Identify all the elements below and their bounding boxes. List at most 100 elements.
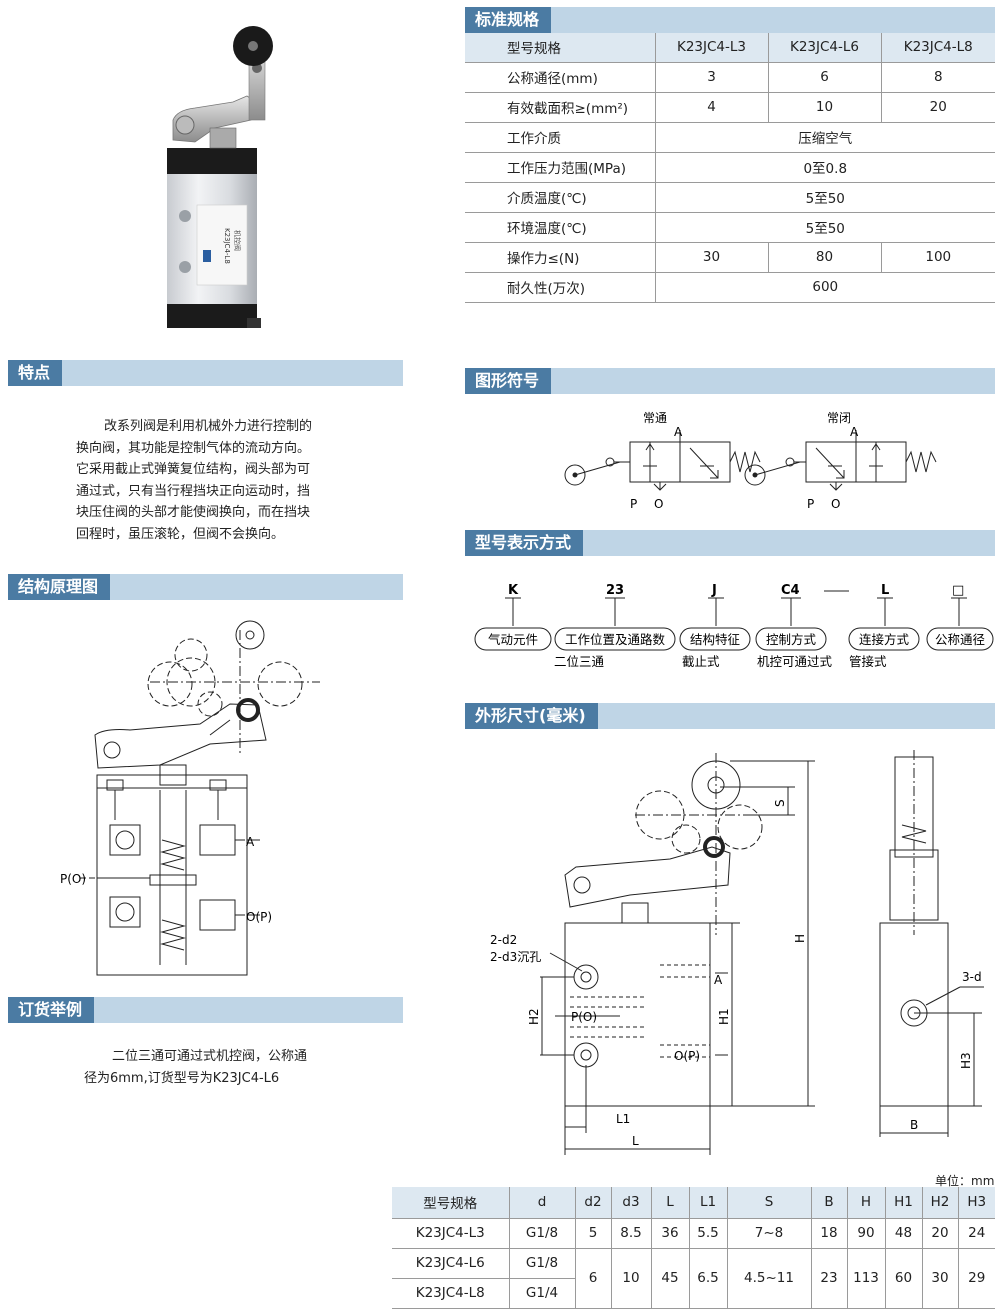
dims-header-cell: H [846,1187,885,1219]
dims-cell: 24 [957,1218,995,1249]
section-header-features: 特点 [8,360,403,386]
spec-cell: 20 [880,92,995,123]
graphic-symbol-diagram: 常通 常闭 A A P O P O [564,411,937,511]
spec-cell: 8 [880,62,995,93]
spec-cell: 30 [654,242,768,273]
dimension-drawing: 2-d2 2-d3沉孔 A P(O) O(P) H H1 H2 H3 S L L… [490,750,984,1155]
dim-label-h2: H2 [527,1008,541,1025]
spec-row: 环境温度(℃) 5至50 [465,212,995,243]
spec-table: 型号规格 K23JC4-L3 K23JC4-L6 K23JC4-L8 公称通径(… [465,33,995,303]
model-code-note: 二位三通 [554,654,605,669]
symbol-port-a: A [674,425,683,439]
model-code-diagram: K 23 J C4 L □ 气动元件 工作位置及通路数 结构特征 控制方式 连接… [474,583,994,669]
spec-row-label: 工作介质 [465,122,655,153]
section-title-structure: 结构原理图 [8,574,111,600]
spec-row-label: 公称通径(mm) [465,62,655,93]
section-header-model-code: 型号表示方式 [465,530,995,556]
features-line: 换向阀，其功能是控制气体的流动方向。 [76,440,311,456]
dim-label-b: B [910,1118,918,1132]
model-code-name: 控制方式 [766,632,817,647]
features-line: 改系列阀是利用机械外力进行控制的 [104,419,313,434]
dims-model-cell: K23JC4-L8 [392,1278,509,1309]
dims-cell: 60 [884,1248,922,1309]
dim-label-l1: L1 [616,1112,630,1126]
dims-model-cell: K23JC4-L6 [392,1248,509,1279]
dims-header-cell: S [726,1187,811,1219]
spec-row-label: 操作力≤(N) [465,242,655,273]
spec-cell: 压缩空气 [654,122,995,153]
model-code-box: □ [952,583,964,598]
dims-cell: 90 [846,1218,885,1249]
spec-row-label: 环境温度(℃) [465,212,655,243]
dims-cell: 5 [574,1218,611,1249]
spec-row: 公称通径(mm) 3 6 8 [465,62,995,93]
features-line: 通过式，只有当行程挡块正向运动时，挡 [76,483,311,499]
spec-cell: 4 [654,92,768,123]
dims-header-cell: L1 [688,1187,727,1219]
dims-header-cell: 型号规格 [392,1187,509,1219]
dims-cell: 6 [574,1248,611,1309]
dims-cell: 48 [884,1218,922,1249]
symbol-port-a: A [850,425,859,439]
symbol-no-label: 常通 [643,411,667,425]
spec-row: 介质温度(℃) 5至50 [465,182,995,213]
dims-cell: 113 [846,1248,885,1309]
dims-cell: 36 [650,1218,689,1249]
dims-cell: G1/8 [508,1218,575,1249]
dims-cell: 18 [810,1218,847,1249]
spec-cell: 80 [767,242,881,273]
spec-row: 工作压力范围(MPa) 0至0.8 [465,152,995,183]
model-code-note: 截止式 [682,654,720,669]
features-line: 回程时，虽压滚轮，但阀不会换向。 [76,526,285,542]
dimensions-table: 型号规格 d d2 d3 L L1 S B H H1 H2 H3 K23JC4-… [392,1187,995,1309]
symbol-port-o: O [831,497,840,511]
spec-row-label: 耐久性(万次) [465,272,655,303]
spec-header-cell: 型号规格 [465,33,655,63]
section-title-order: 订货举例 [8,997,95,1023]
structure-label-o: O(P) [246,910,272,924]
spec-cell: 100 [880,242,995,273]
model-code-name: 公称通径 [935,632,985,647]
dims-header-cell: d2 [574,1187,611,1219]
dims-cell: G1/8 [508,1248,575,1279]
section-header-order: 订货举例 [8,997,403,1023]
section-title-symbol: 图形符号 [465,368,552,394]
section-title-dimensions: 外形尺寸(毫米) [465,703,598,729]
features-line: 它采用截止式弹簧复位结构，阀头部为可 [76,462,311,477]
section-header-spec: 标准规格 [465,7,995,33]
order-paragraph: 二位三通可通过式机控阀，公称通 径为6mm,订货型号为K23JC4-L6 [84,1046,307,1089]
spec-row: 操作力≤(N) 30 80 100 [465,242,995,273]
order-line: 径为6mm,订货型号为K23JC4-L6 [84,1070,280,1086]
dims-header-cell: H2 [921,1187,958,1219]
spec-row: 有效截面积≥(mm²) 4 10 20 [465,92,995,123]
dim-label-s: S [773,799,787,807]
dim-label-a: A [714,973,723,987]
section-header-symbol: 图形符号 [465,368,995,394]
dims-header-cell: H3 [957,1187,995,1219]
dims-header-cell: B [810,1187,847,1219]
dims-cell: G1/4 [508,1278,575,1309]
section-header-structure: 结构原理图 [8,574,403,600]
structure-label-a: A [246,835,255,849]
symbol-port-o: O [654,497,663,511]
model-code-l: L [881,583,889,598]
product-label-model: K23JC4-L8 [223,228,231,264]
model-code-note: 机控可通过式 [757,654,833,669]
section-title-features: 特点 [8,360,63,386]
dims-cell: 7~8 [726,1218,811,1249]
model-code-name: 连接方式 [859,632,910,647]
dims-row: K23JC4-L8 G1/4 [392,1278,995,1309]
spec-cell: 5至50 [654,212,995,243]
dim-label-h: H [793,934,807,943]
spec-header-cell: K23JC4-L8 [880,33,995,63]
model-code-name: 结构特征 [690,632,741,647]
dims-cell: 30 [921,1248,958,1309]
features-line: 块压住阀的头部才能使阀换向，而在挡块 [76,505,311,520]
dim-label-o: O(P) [674,1049,700,1063]
dims-cell: 8.5 [610,1218,651,1249]
dim-label-h1: H1 [717,1008,731,1025]
spec-row: 耐久性(万次) 600 [465,272,995,303]
dims-cell: 29 [957,1248,995,1309]
section-title-spec: 标准规格 [465,7,552,33]
dims-cell: 20 [921,1218,958,1249]
